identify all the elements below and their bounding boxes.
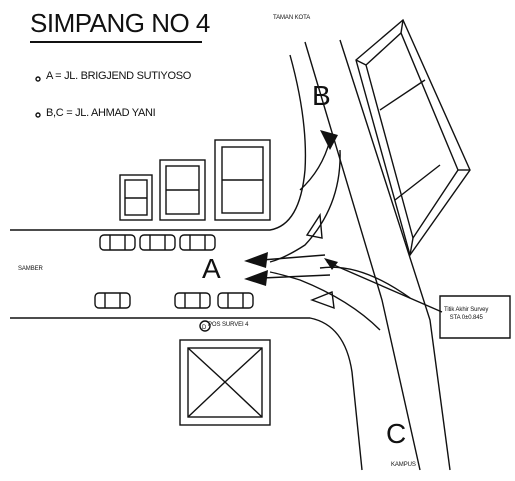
survey-end-line1: Titik Akhir Survey [444, 307, 489, 313]
survey-end-label: Titik Akhir Survey STA 0±0.845 [444, 306, 488, 322]
survey-end-box [439, 295, 511, 339]
road-b-right-edge [339, 39, 451, 471]
arrow-from-b [261, 254, 326, 261]
traffic-island-1 [305, 212, 323, 239]
cars [94, 234, 254, 309]
arrow-head-a1 [244, 252, 268, 268]
survey-end-pointer [326, 261, 443, 313]
road-b-left-edge [304, 41, 421, 471]
direction-samber: SAMBER [18, 266, 43, 272]
survey-end-line2: STA 0±0.845 [449, 315, 483, 321]
arrow-b-to-a [299, 139, 331, 191]
traffic-island-2 [310, 291, 335, 310]
legend-road-bc: B,C = JL. AHMAD YANI [46, 107, 156, 119]
arrow-head-a2 [244, 270, 268, 286]
building-small-2 [159, 159, 206, 221]
arrow-from-c [261, 274, 331, 279]
approach-label-c: C [386, 418, 407, 449]
building-pos [179, 339, 271, 426]
direction-kampus: KAMPUS [391, 462, 416, 468]
legend-road-a: A = JL. BRIGJEND SUTIYOSO [46, 70, 192, 82]
pos-marker [199, 320, 211, 332]
approach-label-a: A [202, 253, 221, 284]
legend-bullet-b [35, 112, 41, 118]
road-a-top-edge [10, 54, 307, 231]
legend-bullet-a [35, 76, 41, 82]
direction-taman-kota: TAMAN KOTA [273, 15, 311, 21]
turn-curve-inner [319, 266, 411, 299]
svg-text:D: D [202, 325, 207, 331]
pos-survei-label: POS SURVEI 4 [208, 322, 249, 328]
title-underline [30, 41, 202, 43]
building-small-1 [119, 174, 153, 221]
survey-arrow-head [324, 258, 338, 270]
arrow-b-head [320, 130, 338, 150]
building-large [355, 18, 471, 257]
approach-label-b: B [312, 80, 331, 111]
road-a-bottom-edge [10, 317, 363, 471]
turn-curve-c [269, 271, 381, 331]
building-small-3 [214, 139, 271, 221]
diagram-title: SIMPANG NO 4 [30, 8, 210, 38]
